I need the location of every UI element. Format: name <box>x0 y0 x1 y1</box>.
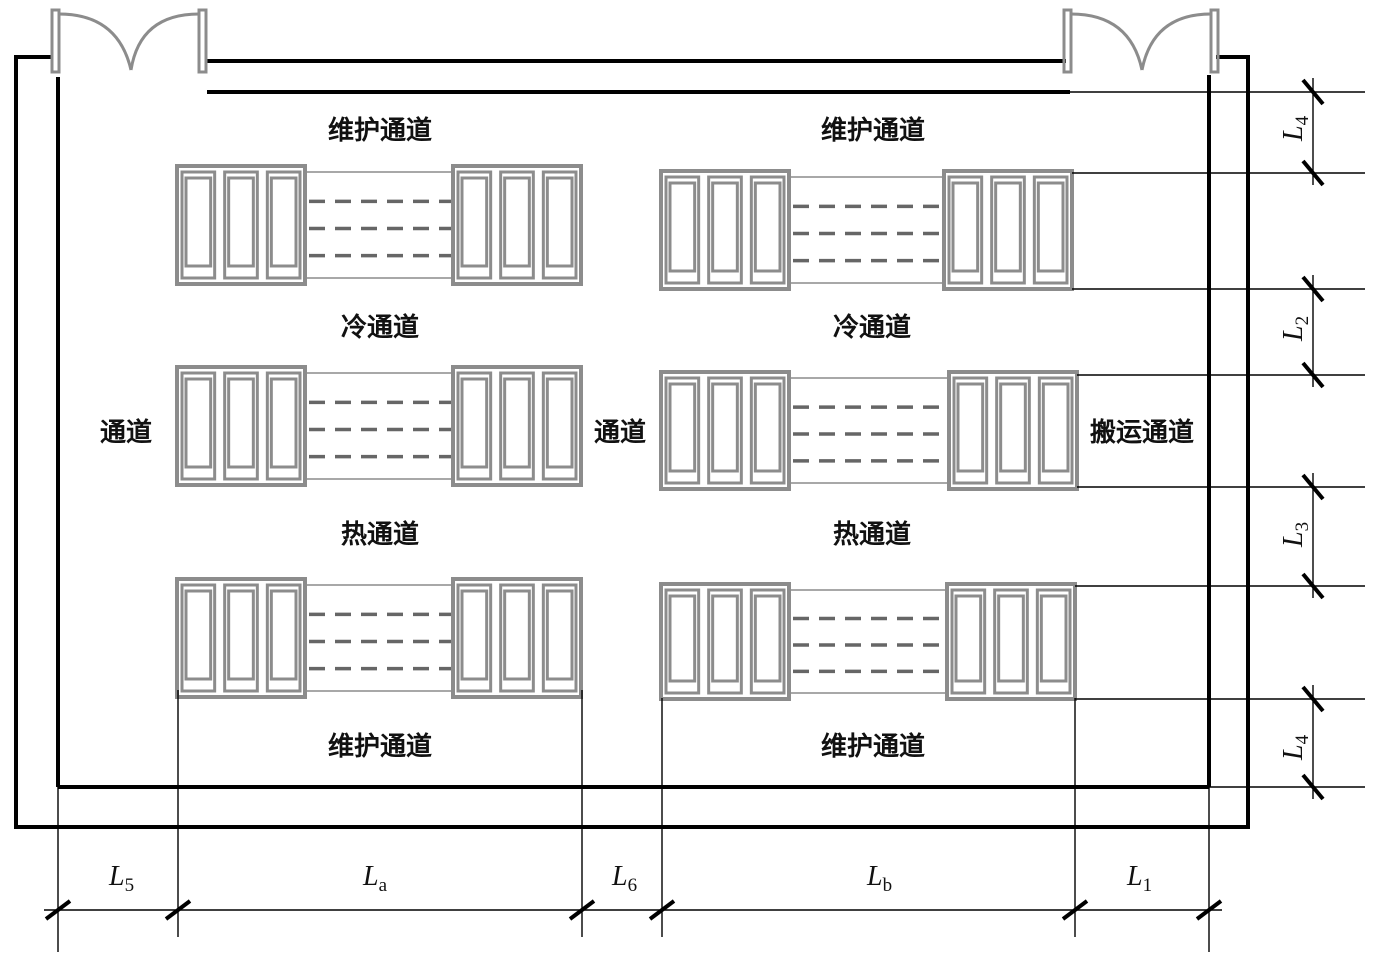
rack-cabinet-door <box>1041 382 1070 473</box>
rack-row <box>659 169 1074 291</box>
rack-cabinet-door <box>753 594 782 683</box>
dim-La: La <box>362 861 388 896</box>
rack-cabinet-door <box>503 176 531 268</box>
rack-cabinet-door <box>951 181 980 273</box>
maintenance-aisle-top-right: 维护通道 <box>821 115 925 146</box>
rack-cabinet-door <box>954 594 983 683</box>
side-aisle-left: 通道 <box>100 417 152 448</box>
maintenance-aisle-bottom-right: 维护通道 <box>821 731 925 762</box>
rack-cabinet-door <box>668 382 697 473</box>
rack-cabinet-door <box>269 589 298 681</box>
dim-L4-top: L4 <box>1278 115 1313 142</box>
dim-L3: L3 <box>1278 522 1313 548</box>
rack-cabinet-door <box>227 377 255 469</box>
rack-cabinet-door <box>711 181 739 273</box>
rack-cabinet-door <box>545 377 574 469</box>
rack-cabinet-door <box>994 181 1022 273</box>
rack-cabinet-door <box>227 589 255 681</box>
rack-cabinet-door <box>460 176 489 268</box>
rack-row <box>659 370 1079 491</box>
rack-cabinet-group <box>451 577 583 699</box>
rack-cabinet-door <box>997 594 1025 683</box>
rack-row <box>175 365 583 487</box>
rack-cabinet-door <box>545 176 574 268</box>
rack-cabinet-door <box>184 176 213 268</box>
rack-cabinet-group <box>451 164 583 286</box>
dim-L6: L6 <box>611 861 637 896</box>
rack-cabinet-group <box>945 582 1077 701</box>
rack-cabinet-group <box>451 365 583 487</box>
hot-aisle-right: 热通道 <box>833 519 911 550</box>
transport-aisle: 搬运通道 <box>1090 417 1194 448</box>
rack-cabinet-group <box>659 169 791 291</box>
rack-cabinet-door <box>753 181 782 273</box>
rack-cabinet-door <box>503 377 531 469</box>
rack-cabinet-door <box>503 589 531 681</box>
cold-aisle-right: 冷通道 <box>833 312 911 343</box>
rack-cabinet-group <box>659 370 791 491</box>
dim-Lb: Lb <box>866 861 892 896</box>
door-right <box>1062 8 1220 74</box>
right-dimension-lines <box>1301 78 1325 801</box>
rack-cabinet-door <box>1036 181 1065 273</box>
dim-L2: L2 <box>1278 316 1313 342</box>
rack-cabinet-door <box>460 377 489 469</box>
rack-cabinet-door <box>545 589 574 681</box>
bottom-dimension-line <box>44 899 1223 921</box>
door-left <box>50 8 208 74</box>
rack-cabinet-door <box>460 589 489 681</box>
maintenance-aisle-bottom-left: 维护通道 <box>328 731 432 762</box>
rack-cabinet-door <box>668 594 697 683</box>
cold-aisle-left: 冷通道 <box>341 312 419 343</box>
rack-cabinet-group <box>947 370 1079 491</box>
right-dimension-labels: L4 L2 L3 L4 <box>1278 115 1313 761</box>
rack-cabinet-door <box>227 176 255 268</box>
bottom-extension-lines <box>57 690 1210 952</box>
dim-L1: L1 <box>1126 861 1152 896</box>
rack-cabinet-door <box>753 382 782 473</box>
rack-cabinet-door <box>269 377 298 469</box>
maintenance-aisle-top-left: 维护通道 <box>328 115 432 146</box>
bottom-dimension-labels: L5 La L6 Lb L1 <box>108 861 1152 896</box>
aisle-labels: 维护通道 维护通道 冷通道 冷通道 热通道 热通道 维护通道 维护通道 通道 通… <box>100 115 1194 762</box>
rack-row <box>659 582 1077 701</box>
hot-aisle-left: 热通道 <box>341 519 419 550</box>
rack-cabinet-door <box>184 589 213 681</box>
rack-cabinet-group <box>942 169 1074 291</box>
side-aisle-middle: 通道 <box>594 417 646 448</box>
rack-cabinet-group <box>175 365 307 487</box>
rack-cabinet-door <box>711 594 739 683</box>
dim-L4-bottom: L4 <box>1278 734 1313 761</box>
rack-row <box>175 164 583 286</box>
dim-L5: L5 <box>108 861 134 896</box>
rack-cabinet-group <box>659 582 791 701</box>
rack-cabinet-door <box>711 382 739 473</box>
rack-cabinet-group <box>175 577 307 699</box>
right-extension-lines <box>1070 91 1365 788</box>
rack-cabinet-door <box>269 176 298 268</box>
rack-cabinet-door <box>668 181 697 273</box>
rack-row <box>175 577 583 699</box>
rack-cabinet-door <box>1039 594 1068 683</box>
rack-cabinet-door <box>999 382 1027 473</box>
rack-cabinet-door <box>184 377 213 469</box>
rack-rows <box>175 164 1079 701</box>
building-walls <box>14 55 1250 829</box>
rack-cabinet-door <box>956 382 985 473</box>
rack-cabinet-group <box>175 164 307 286</box>
